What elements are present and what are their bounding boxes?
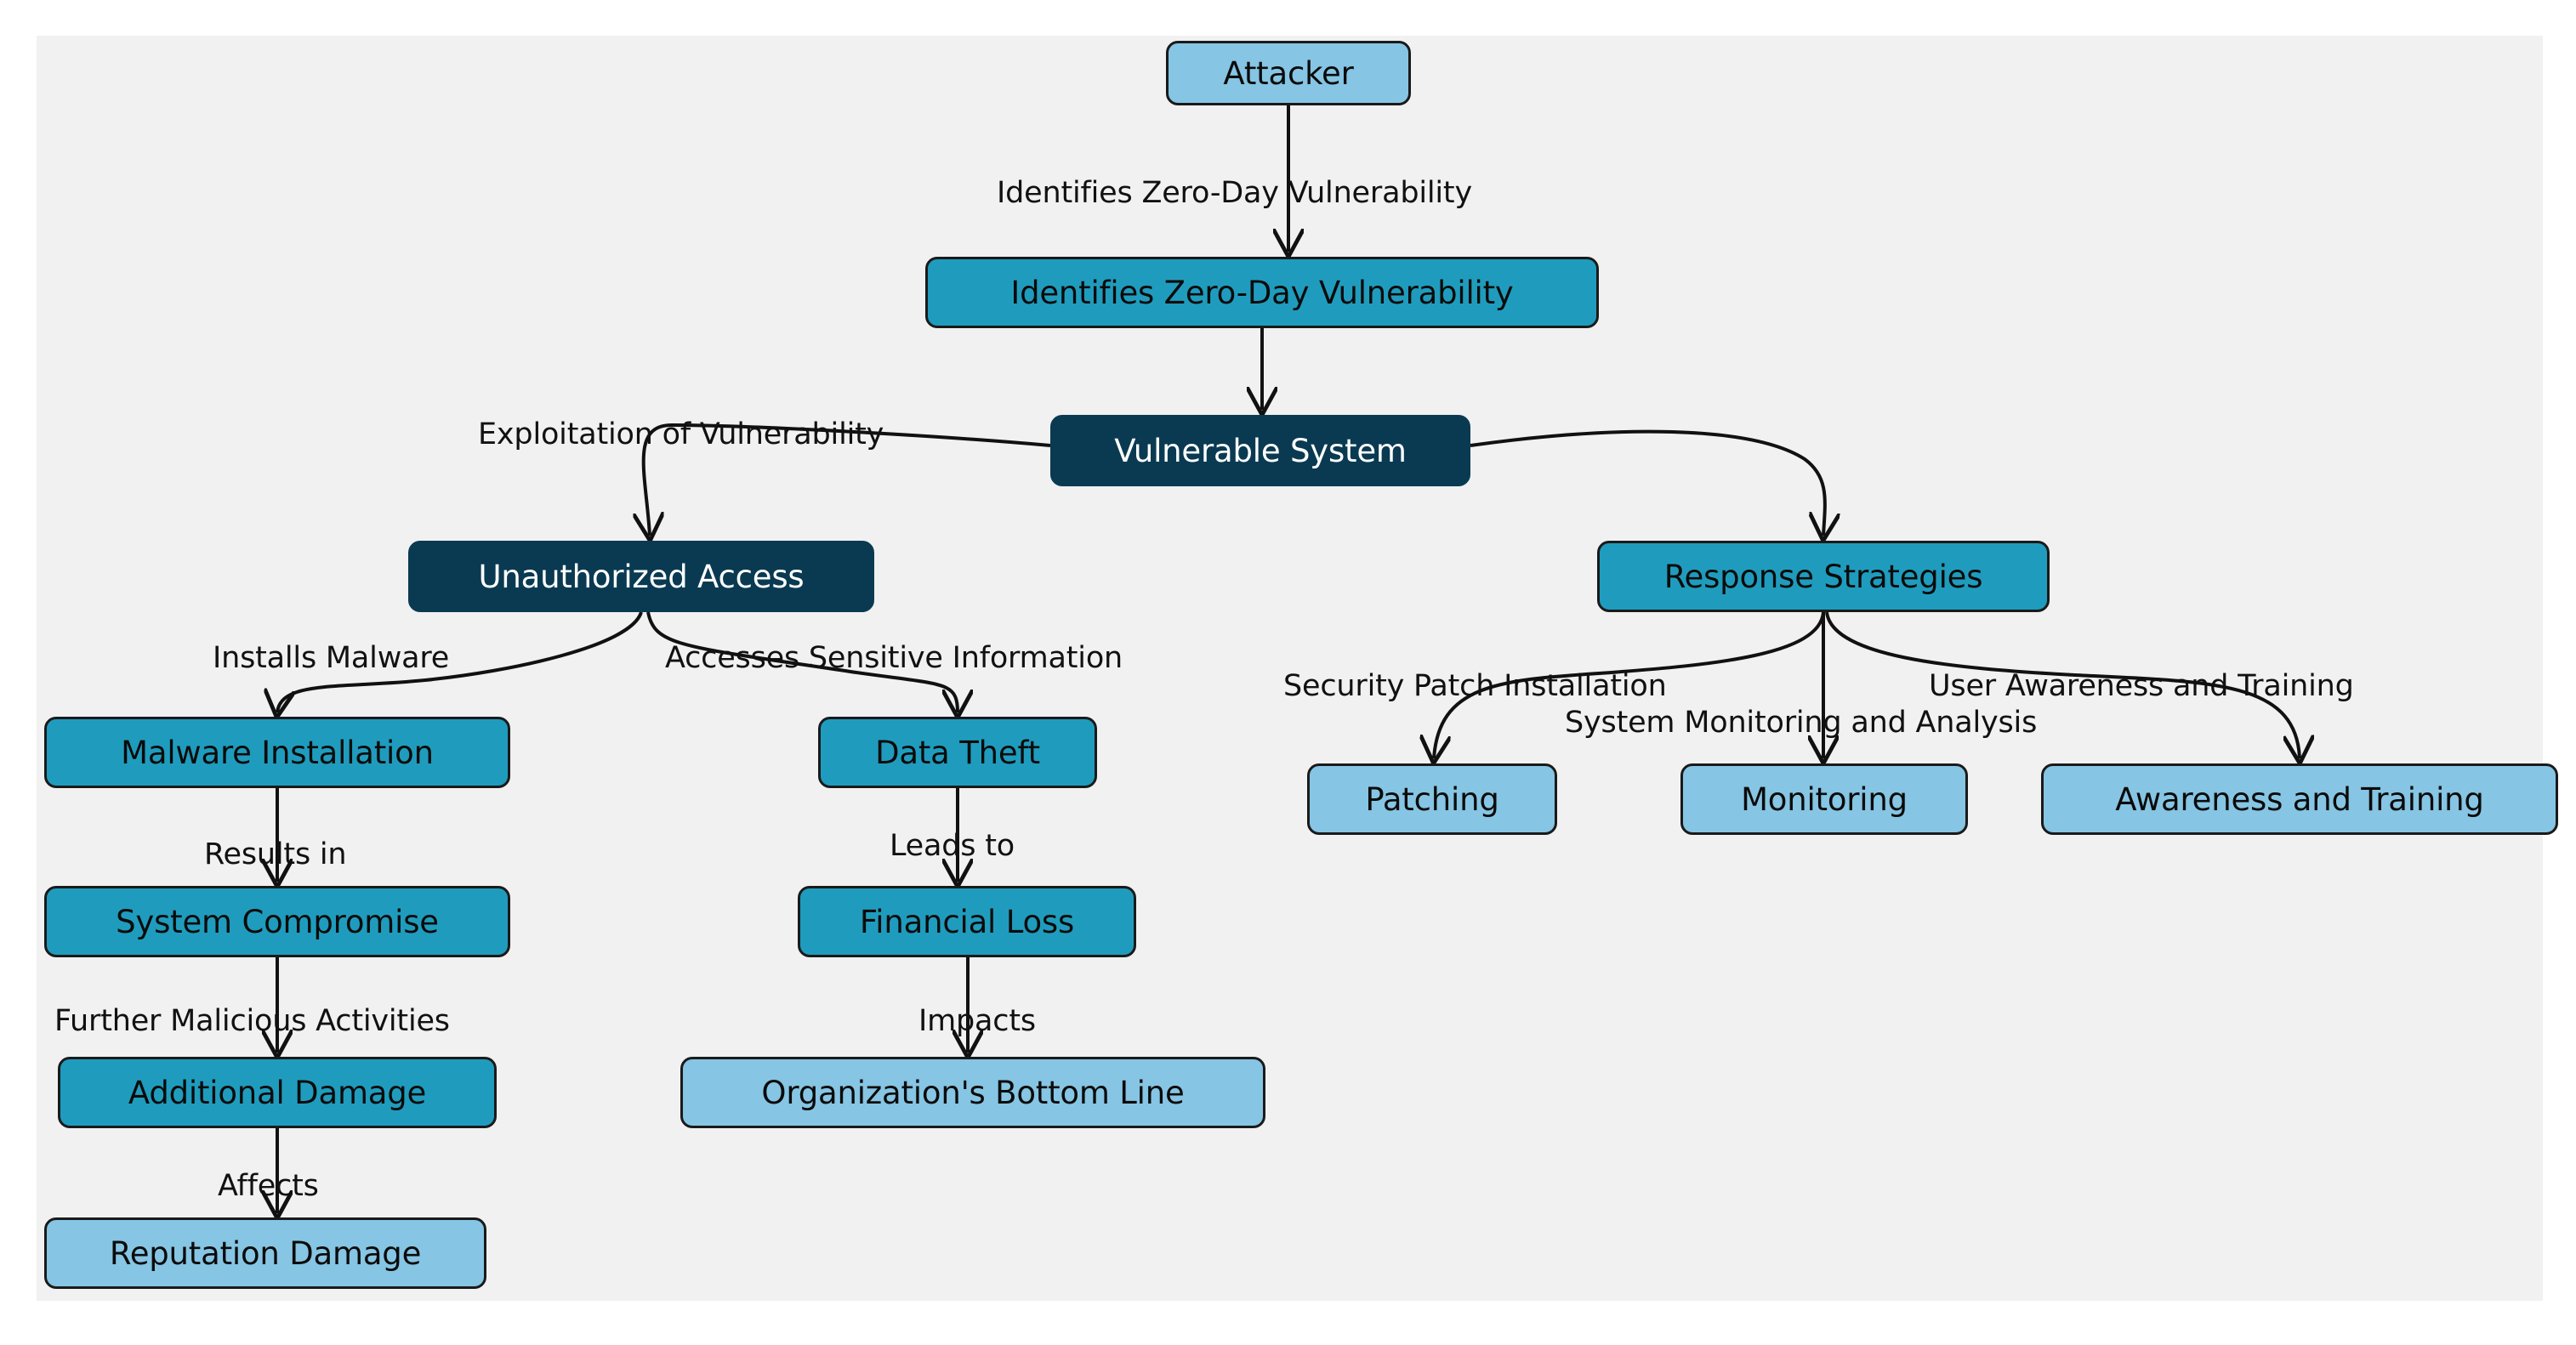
node-label: Response Strategies [1663,558,1983,595]
edge-label-user-awareness-and-training: User Awareness and Training [1929,669,2354,703]
node-organizations-bottom-line[interactable]: Organization's Bottom Line [680,1057,1265,1128]
node-label: Awareness and Training [2115,780,2484,818]
node-label: Financial Loss [859,903,1075,940]
node-reputation-damage[interactable]: Reputation Damage [44,1217,486,1289]
node-label: Malware Installation [121,734,434,771]
node-label: Reputation Damage [109,1234,422,1272]
node-label: Vulnerable System [1114,432,1407,469]
edge-label-impacts: Impacts [918,1004,1036,1038]
node-awareness-and-training[interactable]: Awareness and Training [2041,763,2558,835]
node-identifies-zero-day-vulnerability[interactable]: Identifies Zero-Day Vulnerability [925,257,1599,328]
node-malware-installation[interactable]: Malware Installation [44,717,510,788]
node-system-compromise[interactable]: System Compromise [44,886,510,957]
edge-label-accesses-sensitive-information: Accesses Sensitive Information [665,641,1123,675]
edge-label-further-malicious-activities: Further Malicious Activities [54,1004,450,1038]
node-label: System Compromise [116,903,439,940]
node-additional-damage[interactable]: Additional Damage [58,1057,497,1128]
node-financial-loss[interactable]: Financial Loss [798,886,1136,957]
node-patching[interactable]: Patching [1307,763,1557,835]
edge-label-security-patch-installation: Security Patch Installation [1283,669,1667,703]
node-label: Identifies Zero-Day Vulnerability [1010,274,1514,311]
node-label: Monitoring [1741,780,1908,818]
edge-label-leads-to: Leads to [890,829,1015,863]
edge-label-results-in: Results in [204,837,347,871]
node-label: Unauthorized Access [478,558,805,595]
node-label: Patching [1365,780,1499,818]
node-attacker[interactable]: Attacker [1166,41,1411,105]
node-data-theft[interactable]: Data Theft [818,717,1097,788]
edge-label-identifies-zero-day-vulnerability: Identifies Zero-Day Vulnerability [997,176,1472,210]
node-monitoring[interactable]: Monitoring [1680,763,1968,835]
edge-label-affects: Affects [218,1169,319,1203]
node-label: Additional Damage [128,1074,427,1111]
node-vulnerable-system[interactable]: Vulnerable System [1050,415,1470,486]
node-label: Data Theft [875,734,1040,771]
edge-label-installs-malware: Installs Malware [213,641,450,675]
node-response-strategies[interactable]: Response Strategies [1597,541,2050,612]
node-label: Attacker [1223,54,1354,92]
edge-label-exploitation-of-vulnerability: Exploitation of Vulnerability [478,417,884,451]
node-label: Organization's Bottom Line [761,1074,1185,1111]
node-unauthorized-access[interactable]: Unauthorized Access [408,541,874,612]
edge-label-system-monitoring-and-analysis: System Monitoring and Analysis [1565,706,2038,740]
